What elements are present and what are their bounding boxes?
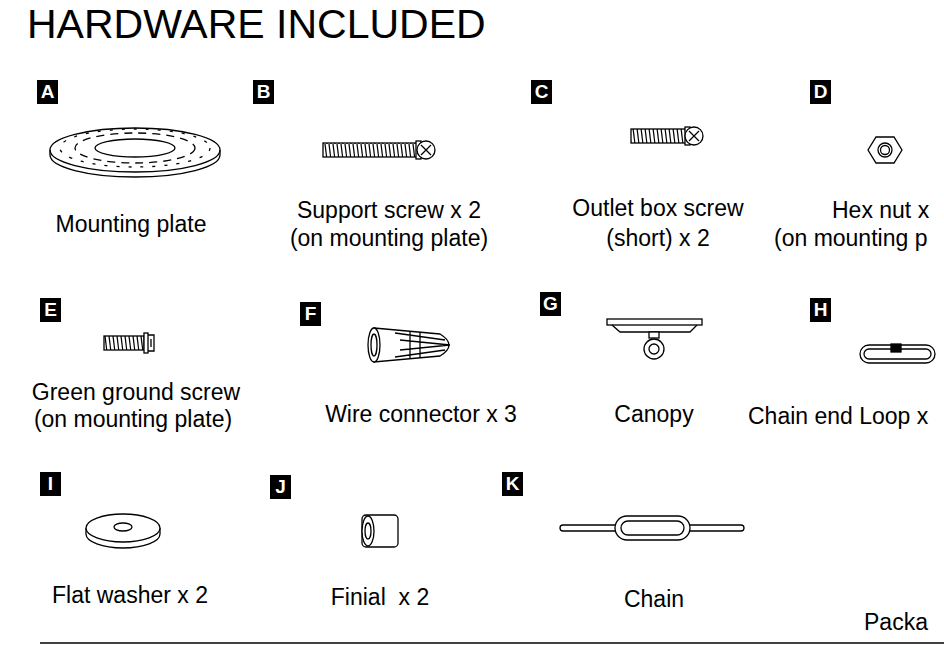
outlet-box-screw [631, 127, 703, 145]
ground-screw [104, 333, 154, 353]
part-letter: C [535, 81, 549, 103]
part-name: (on mounting p [774, 225, 927, 251]
part-letter-box: H [810, 298, 831, 322]
part-letter-box: A [37, 80, 58, 104]
part-letter: B [257, 81, 271, 103]
part-letter: H [814, 299, 828, 321]
part-letter: E [44, 299, 57, 321]
part-letter: F [305, 303, 317, 325]
part-name: Chain [624, 586, 684, 612]
part-letter-box: D [810, 80, 831, 104]
part-name: Mounting plate [56, 211, 207, 237]
part-letter-box: J [270, 475, 291, 499]
part-letter: A [41, 81, 55, 103]
part-name: Packa [864, 609, 928, 635]
sheet-title: HARDWARE INCLUDED [27, 1, 486, 47]
chain-end-loop [860, 344, 935, 363]
canopy [607, 319, 702, 359]
part-name: Flat washer x 2 [52, 582, 208, 608]
part-letter-box: F [300, 302, 321, 326]
part-name: Wire connector x 3 [325, 401, 517, 427]
flat-washer [86, 514, 160, 548]
part-letter-box: I [40, 472, 61, 496]
part-name: Chain end Loop x [748, 403, 928, 429]
part-letter: J [275, 476, 286, 498]
part-letter-box: K [502, 472, 523, 496]
part-name: (on mounting plate) [34, 406, 232, 432]
part-letter: D [814, 81, 828, 103]
part-name: Green ground screw [32, 379, 240, 405]
wire-connector [368, 328, 450, 362]
footer-rule [40, 642, 944, 644]
part-name: Support screw x 2 [297, 197, 481, 223]
part-name: Hex nut x [832, 197, 929, 223]
part-name: (on mounting plate) [290, 225, 488, 251]
mounting-plate [50, 128, 220, 177]
part-letter-box: G [540, 292, 561, 316]
hex-nut [868, 137, 902, 163]
part-name: Canopy [614, 401, 693, 427]
part-letter: K [506, 473, 520, 495]
part-name: (short) x 2 [606, 225, 710, 251]
part-letter-box: C [531, 80, 552, 104]
part-letter: I [48, 473, 53, 495]
support-screw [323, 141, 435, 159]
part-letter: G [543, 293, 558, 315]
part-name: Outlet box screw [572, 195, 743, 221]
finial [362, 515, 398, 547]
part-letter-box: E [40, 298, 61, 322]
part-name: Finial x 2 [331, 584, 429, 610]
part-letter-box: B [253, 80, 274, 104]
chain [560, 516, 744, 540]
